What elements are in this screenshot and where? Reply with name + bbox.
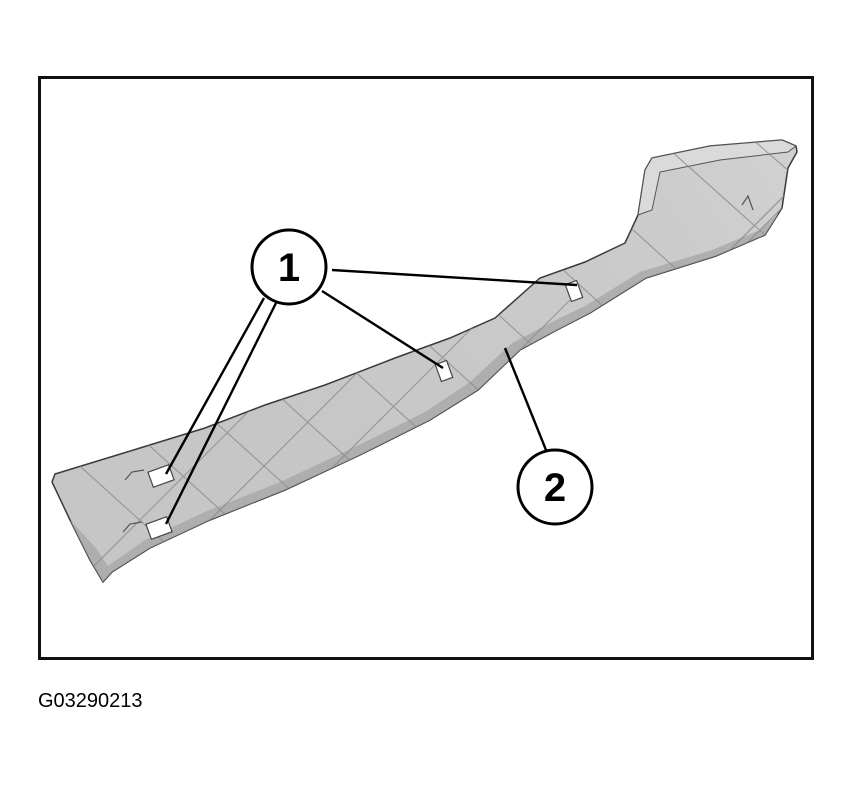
trim-panel-body [51,139,798,584]
callout-1-number: 1 [278,246,300,290]
trim-panel-step [637,139,797,216]
callout-2: 2 [516,448,594,526]
callout-1-circle [250,228,328,306]
leader-2 [503,347,548,451]
leader-1-left-a [164,297,266,475]
trim-panel-lower-edge [70,208,782,582]
leader-1-right [331,268,578,287]
callout-2-circle [516,448,594,526]
figure-id-label: G03290213 [38,690,143,712]
clip-outlines [122,194,754,533]
callout-1: 1 [250,228,328,306]
leader-1-left-b [164,300,279,525]
trim-panel [51,139,798,584]
callout-1-leaders [164,268,578,525]
leader-1-middle [321,289,444,370]
callout-2-number: 2 [544,466,566,510]
